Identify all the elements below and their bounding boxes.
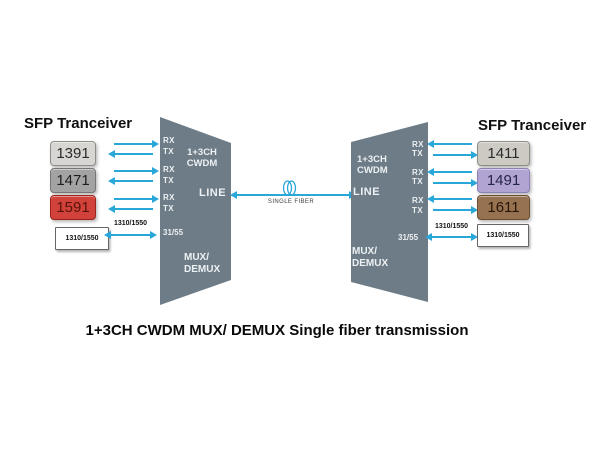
arrow-left-icon <box>108 150 153 158</box>
mux-name-line1: 1+3CH <box>187 147 217 158</box>
arrow-right-icon <box>433 179 478 187</box>
rx-port-label: RX <box>412 140 424 149</box>
rx-port-label: RX <box>163 136 175 145</box>
rx-port-label: RX <box>163 165 175 174</box>
arrow-left-icon <box>108 205 153 213</box>
tx-port-label: TX <box>163 176 175 185</box>
transceiver-box-1471: 1471 <box>50 168 96 193</box>
right-transceiver-title: SFP Tranceiver <box>478 117 587 134</box>
line-port-label: LINE <box>199 187 227 199</box>
arrow-left-icon <box>427 195 472 203</box>
common-link-label-right: 1310/1550 <box>434 223 469 230</box>
mux-name-line2: CWDM <box>357 165 388 176</box>
transceiver-box-1411: 1411 <box>477 141 530 166</box>
transceiver-box-1611: 1611 <box>477 195 530 220</box>
left-mux-role: MUX/DEMUX <box>184 252 220 276</box>
transceiver-box-1591: 1591 <box>50 195 96 220</box>
left-mux-body <box>160 117 231 305</box>
tx-port-label: TX <box>163 147 175 156</box>
left-transceiver-title: SFP Tranceiver <box>24 115 133 132</box>
arrow-left-icon <box>427 140 472 148</box>
mux-role-line2: DEMUX <box>352 258 389 269</box>
fiber-coil-icon <box>282 180 297 196</box>
mux-name-line1: 1+3CH <box>357 154 387 165</box>
arrow-left-icon <box>108 177 153 185</box>
mux-name-line2: CWDM <box>186 158 218 169</box>
arrow-right-icon <box>114 140 159 148</box>
rx-port-label: RX <box>412 168 424 177</box>
arrow-right-icon <box>433 151 478 159</box>
common-port-label: 31/55 <box>163 228 184 237</box>
transceiver-box-1391: 1391 <box>50 141 96 166</box>
arrow-left-icon <box>427 168 472 176</box>
mux-role-line2: DEMUX <box>184 264 221 275</box>
common-link-label-left: 1310/1550 <box>113 220 148 227</box>
common-port-label: 31/55 <box>398 233 419 242</box>
line-port-label: LINE <box>353 186 381 198</box>
right-mux-role: MUX/DEMUX <box>352 246 388 270</box>
single-fiber-label: SINGLE FIBER <box>267 199 315 205</box>
transceiver-box-1491: 1491 <box>477 168 530 193</box>
arrow-right-icon <box>114 167 159 175</box>
rx-port-label: RX <box>412 196 424 205</box>
right-mux-body <box>351 122 428 302</box>
mux-role-line1: MUX/ <box>352 246 377 257</box>
mux-role-line1: MUX/ <box>184 252 209 263</box>
arrow-right-icon <box>433 206 478 214</box>
tx-port-label: TX <box>412 177 424 186</box>
arrow-right-icon <box>114 195 159 203</box>
arrow-both-icon <box>425 233 478 241</box>
common-wavelength-box-left: 1310/1550 <box>55 227 109 250</box>
arrow-both-icon <box>104 231 157 239</box>
diagram-caption: 1+3CH CWDM MUX/ DEMUX Single fiber trans… <box>85 322 469 339</box>
tx-port-label: TX <box>163 204 175 213</box>
rx-port-label: RX <box>163 193 175 202</box>
tx-port-label: TX <box>412 206 424 215</box>
tx-port-label: TX <box>412 149 424 158</box>
common-wavelength-box-right: 1310/1550 <box>477 224 529 247</box>
